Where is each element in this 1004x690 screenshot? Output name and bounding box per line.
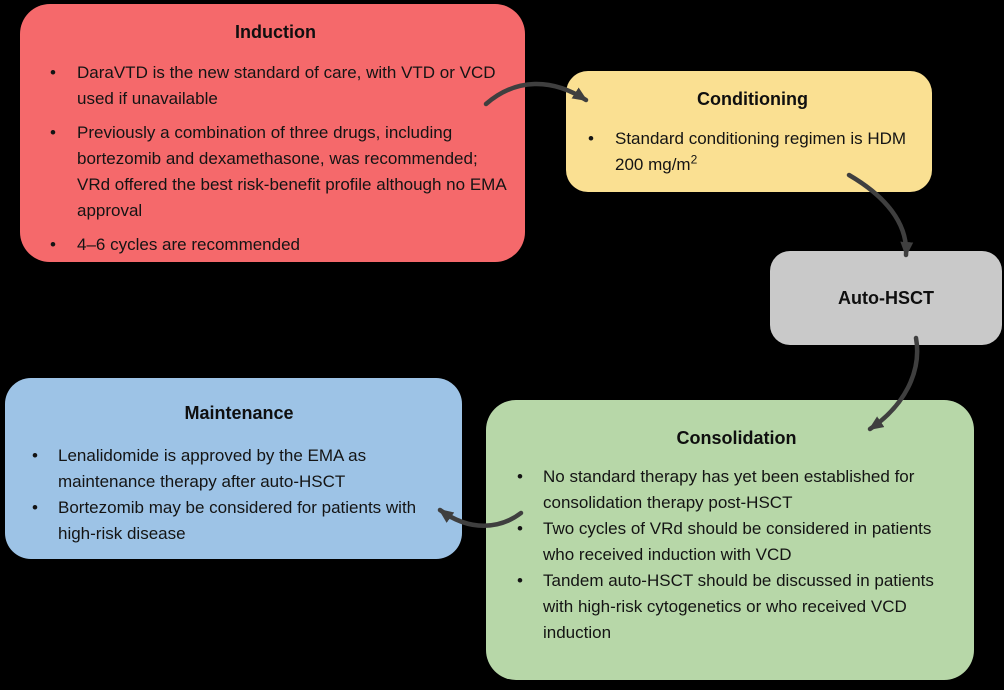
consolidation-box: Consolidation No standard therapy has ye… <box>486 400 974 680</box>
consolidation-bullet-list: No standard therapy has yet been establi… <box>517 464 956 646</box>
bullet-item: Two cycles of VRd should be considered i… <box>517 516 956 568</box>
bullet-item: Previously a combination of three drugs,… <box>50 120 511 224</box>
consolidation-title: Consolidation <box>676 428 797 448</box>
induction-bullet-list: DaraVTD is the new standard of care, wit… <box>50 60 511 258</box>
bullet-item: DaraVTD is the new standard of care, wit… <box>50 60 511 112</box>
conditioning-title: Conditioning <box>697 89 808 109</box>
bullet-item: Lenalidomide is approved by the EMA as m… <box>32 443 446 495</box>
maintenance-bullet-list: Lenalidomide is approved by the EMA as m… <box>32 443 446 547</box>
conditioning-bullet-text: Standard conditioning regimen is HDM 200… <box>615 129 907 174</box>
conditioning-box: Conditioning Standard conditioning regim… <box>566 71 932 192</box>
auto-hsct-title: Auto-HSCT <box>838 287 934 308</box>
maintenance-box: Maintenance Lenalidomide is approved by … <box>5 378 462 559</box>
conditioning-bullet-list: Standard conditioning regimen is HDM 200… <box>588 126 918 178</box>
bullet-item: 4–6 cycles are recommended <box>50 232 511 258</box>
induction-box: Induction DaraVTD is the new standard of… <box>20 4 525 262</box>
bullet-item: Tandem auto-HSCT should be discussed in … <box>517 568 956 646</box>
maintenance-title: Maintenance <box>184 403 294 423</box>
induction-title: Induction <box>235 22 316 42</box>
bullet-item: Bortezomib may be considered for patient… <box>32 495 446 547</box>
bullet-item: Standard conditioning regimen is HDM 200… <box>588 126 918 178</box>
auto-hsct-box: Auto-HSCT <box>770 251 1002 345</box>
bullet-item: No standard therapy has yet been establi… <box>517 464 956 516</box>
superscript-2: 2 <box>690 152 698 167</box>
